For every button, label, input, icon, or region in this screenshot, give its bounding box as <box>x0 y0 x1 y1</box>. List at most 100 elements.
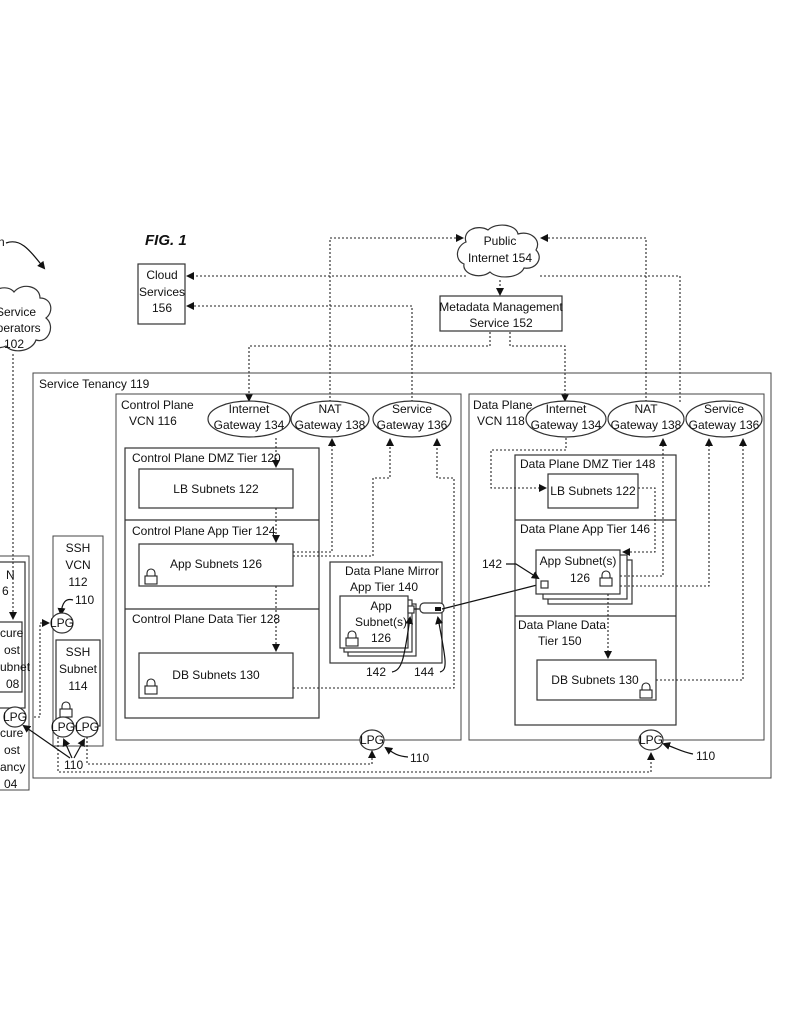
svg-text:Service: Service <box>392 402 432 416</box>
dp-app-tier-title: Data Plane App Tier 146 <box>520 522 650 536</box>
ssh-lpg-to-dp-lpg-link <box>57 737 655 773</box>
cp-db-to-service-gw-link <box>293 438 455 689</box>
ssh-lpg-left[interactable]: LPG <box>51 716 75 738</box>
svg-text:Gateway 136: Gateway 136 <box>689 418 760 432</box>
svg-text:102: 102 <box>4 337 24 351</box>
public-internet-cloud[interactable]: Public Internet 154 <box>456 224 540 278</box>
dp-data-tier-title-1: Data Plane Data <box>518 618 606 632</box>
svg-text:ubnet: ubnet <box>0 660 31 674</box>
cp-db-subnets[interactable]: DB Subnets 130 <box>138 652 294 699</box>
dp-lpg-ref: 110 <box>696 749 715 763</box>
ref-142: 142 <box>366 665 386 679</box>
dp-service-gateway[interactable]: Service Gateway 136 <box>685 400 763 438</box>
svg-text:LPG: LPG <box>360 733 384 747</box>
metadata-to-dp-internet-gw-link <box>509 332 569 402</box>
svg-text:Gateway 138: Gateway 138 <box>295 418 366 432</box>
mirror-to-dp-app-link <box>441 583 542 610</box>
service-tenancy: Service Tenancy 119 <box>32 372 772 779</box>
svg-text:126: 126 <box>371 631 391 645</box>
svg-text:NAT: NAT <box>634 402 658 416</box>
svg-text:Gateway 134: Gateway 134 <box>531 418 602 432</box>
cp-app-subnets[interactable]: App Subnets 126 <box>138 543 294 587</box>
cp-nat-gateway[interactable]: NAT Gateway 138 <box>290 400 370 438</box>
dp-lpg[interactable]: LPG <box>638 729 664 751</box>
svg-text:Service 152: Service 152 <box>469 316 533 330</box>
svg-text:App Subnets 126: App Subnets 126 <box>170 557 262 571</box>
svg-text:LPG: LPG <box>75 720 99 734</box>
metadata-to-cp-internet-gw-link <box>245 332 491 402</box>
figure-ref-arrow <box>5 241 46 270</box>
dp-internet-gateway[interactable]: Internet Gateway 134 <box>525 400 607 438</box>
cp-app-tier-title: Control Plane App Tier 124 <box>132 524 276 538</box>
cp-lpg[interactable]: LPG <box>359 729 385 751</box>
cp-nat-to-internet-link <box>329 234 464 402</box>
svg-text:cure: cure <box>0 726 24 740</box>
ssh-subnet[interactable]: SSH Subnet 114 <box>55 639 101 727</box>
figure-title: FIG. 1 <box>145 232 187 249</box>
svg-text:Control Plane: Control Plane <box>121 398 194 412</box>
dp-data-tier-title-2: Tier 150 <box>538 634 582 648</box>
svg-text:LPG: LPG <box>51 720 75 734</box>
cp-lpg-ref: 110 <box>410 751 429 765</box>
cp-lb-subnets[interactable]: LB Subnets 122 <box>138 468 294 509</box>
ssh-lpg-to-cp-lpg-link <box>86 737 376 765</box>
svg-text:08: 08 <box>6 677 20 691</box>
svg-text:ancy: ancy <box>0 760 25 774</box>
dp-dmz-tier-title: Data Plane DMZ Tier 148 <box>520 457 656 471</box>
data-plane-vcn: Data Plane VCN 118 Internet Gateway 134 … <box>468 393 765 763</box>
svg-text:ost: ost <box>4 743 21 757</box>
svg-text:6: 6 <box>2 584 9 598</box>
dp-app-to-service-gw-link <box>620 438 713 587</box>
cloud-services-box[interactable]: Cloud Services 156 <box>137 263 186 325</box>
lpg-ref-110: 110 <box>64 758 83 772</box>
dp-nat-to-internet-link <box>540 234 647 402</box>
svg-text:LPG: LPG <box>3 710 27 724</box>
dp-ref-142: 142 <box>482 557 502 571</box>
svg-text:126: 126 <box>570 571 590 585</box>
svg-text:112: 112 <box>68 575 87 589</box>
dp-lb-subnets[interactable]: LB Subnets 122 <box>547 473 639 509</box>
cp-service-gateway[interactable]: Service Gateway 136 <box>372 400 452 438</box>
svg-text:Service: Service <box>0 305 36 319</box>
svg-text:Gateway 136: Gateway 136 <box>377 418 448 432</box>
ssh-vcn-lpg[interactable]: LPG <box>50 612 74 634</box>
svg-text:LB Subnets 122: LB Subnets 122 <box>173 482 259 496</box>
dp-app-subnets[interactable]: App Subnet(s) 126 <box>535 549 633 605</box>
dp-nat-gateway[interactable]: NAT Gateway 138 <box>607 400 685 438</box>
dp-tiers-container <box>514 454 677 726</box>
svg-text:LPG: LPG <box>639 733 663 747</box>
service-tenancy-title: Service Tenancy 119 <box>39 377 150 391</box>
ssh-lpg-right[interactable]: LPG <box>75 716 99 738</box>
svg-text:Service: Service <box>704 402 744 416</box>
svg-text:Internet: Internet <box>546 402 587 416</box>
secure-host-subnet[interactable] <box>0 621 23 693</box>
customer-lpg[interactable]: LPG <box>3 706 27 728</box>
data-plane-mirror-app-tier: Data Plane Mirror App Tier 140 App Subne… <box>329 561 445 664</box>
cp-tiers-container <box>124 447 320 719</box>
ref-144: 144 <box>414 665 434 679</box>
dp-igw-to-lb-link <box>490 438 567 492</box>
dp-db-subnets[interactable]: DB Subnets 130 <box>536 659 657 701</box>
dp-lb-to-app-link <box>622 487 656 556</box>
service-operators-cloud[interactable]: Service Operators 102 <box>0 285 52 352</box>
svg-text:Metadata Management: Metadata Management <box>439 300 563 314</box>
figure-ref-partial: n <box>0 235 5 249</box>
metadata-management-service-box[interactable]: Metadata Management Service 152 <box>439 295 563 332</box>
secure-host-tenancy: N 6 cure ost ubnet 08 cure ost ancy 04 <box>0 555 31 791</box>
svg-text:Subnet(s): Subnet(s) <box>355 615 407 629</box>
svg-text:Internet 154: Internet 154 <box>468 251 532 265</box>
svg-text:LPG: LPG <box>50 616 74 630</box>
cp-internet-gateway[interactable]: Internet Gateway 134 <box>207 400 291 438</box>
svg-text:Data Plane: Data Plane <box>473 398 533 412</box>
cp-data-tier-title: Control Plane Data Tier 128 <box>132 612 280 626</box>
cp-app-to-nat-link <box>293 438 336 553</box>
svg-text:VCN 118: VCN 118 <box>477 414 525 428</box>
svg-text:Gateway 138: Gateway 138 <box>611 418 682 432</box>
cp-dmz-tier-title: Control Plane DMZ Tier 120 <box>132 451 281 465</box>
svg-text:Subnet: Subnet <box>59 662 98 676</box>
svg-text:Data Plane Mirror: Data Plane Mirror <box>345 564 439 578</box>
svg-text:N: N <box>6 568 15 582</box>
svg-text:110: 110 <box>75 593 94 607</box>
svg-text:Cloud: Cloud <box>146 268 177 282</box>
